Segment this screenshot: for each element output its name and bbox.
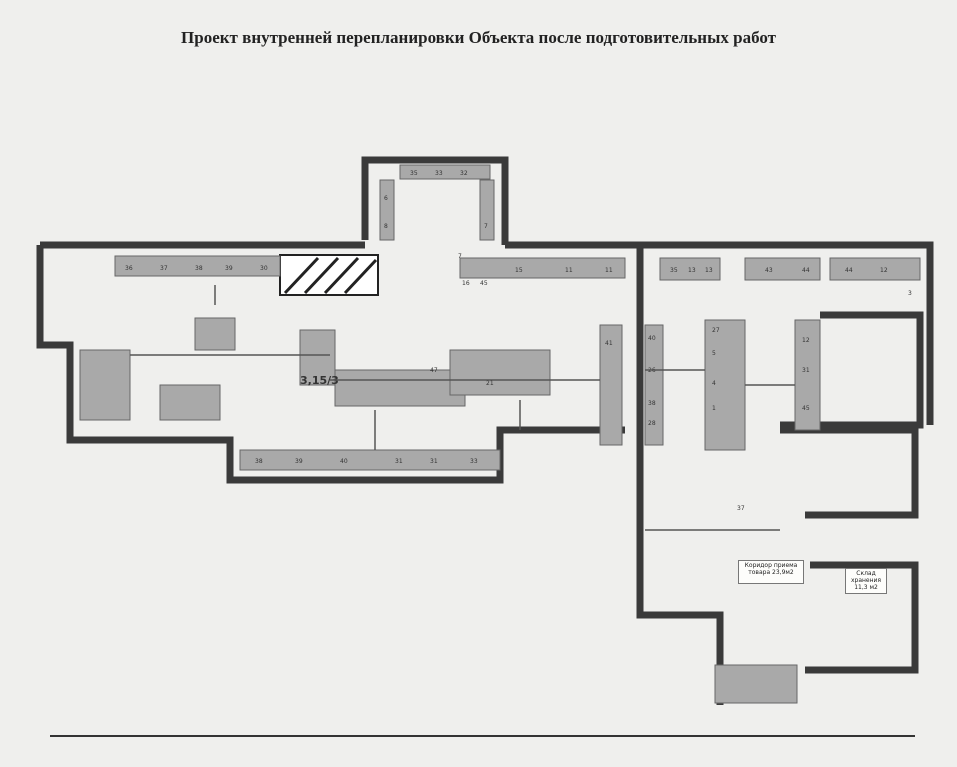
fixture-label: 21 [486, 380, 494, 387]
corridor-label-box: Коридор приема товара 23,9м2 [738, 560, 804, 584]
fixture-label: 44 [802, 267, 810, 274]
fixture-label: 12 [880, 267, 888, 274]
fixture-label: 8 [384, 223, 388, 230]
storage-label-box: Склад хранения 11,3 м2 [845, 568, 887, 594]
bottom-rule [50, 735, 915, 737]
hatched-area [279, 254, 379, 296]
fixture-label: 33 [470, 458, 478, 465]
area-label: 3,15/3 [300, 374, 339, 387]
fixture-label: 15 [515, 267, 523, 274]
fixture-label: 44 [845, 267, 853, 274]
fixture-label: 37 [160, 265, 168, 272]
fixture-label: 13 [705, 267, 713, 274]
fixture-label: 11 [565, 267, 573, 274]
fixture-label: 40 [340, 458, 348, 465]
fixture-label: 11 [605, 267, 613, 274]
fixture-label: 6 [384, 195, 388, 202]
fixture-label: 35 [670, 267, 678, 274]
exterior-walls [36, 156, 934, 705]
fixture-label: 4 [712, 380, 716, 387]
fixture-label: 7 [458, 253, 462, 260]
fixture-label: 45 [802, 405, 810, 412]
fixture-label: 43 [765, 267, 773, 274]
fixture-label: 27 [712, 327, 720, 334]
fixture-label: 1 [712, 405, 716, 412]
fixture-label: 38 [255, 458, 263, 465]
fixture-label: 47 [430, 367, 438, 374]
fixture-label: 39 [295, 458, 303, 465]
fixture-label: 40 [648, 335, 656, 342]
fixture-label: 39 [225, 265, 233, 272]
fixture-label: 31 [395, 458, 403, 465]
fixture-label: 35 [410, 170, 418, 177]
fixture-blocks [79, 164, 921, 704]
fixture-label: 31 [802, 367, 810, 374]
fixture-label: 41 [605, 340, 613, 347]
fixture-label: 36 [125, 265, 133, 272]
interior-partitions [130, 285, 795, 531]
fixture-label: 38 [648, 400, 656, 407]
fixture-label: 45 [480, 280, 488, 287]
fixture-label: 5 [712, 350, 716, 357]
fixture-label: 28 [648, 420, 656, 427]
fixture-label: 3 [908, 290, 912, 297]
fixture-label: 16 [462, 280, 470, 287]
fixture-label: 38 [195, 265, 203, 272]
fixture-label: 37 [737, 505, 745, 512]
fixture-label: 33 [435, 170, 443, 177]
fixture-label: 30 [260, 265, 268, 272]
fixture-label: 31 [430, 458, 438, 465]
page-title: Проект внутренней перепланировки Объекта… [181, 28, 776, 47]
fixture-label: 13 [688, 267, 696, 274]
fixture-label: 7 [484, 223, 488, 230]
fixture-label: 32 [460, 170, 468, 177]
fixture-label: 12 [802, 337, 810, 344]
